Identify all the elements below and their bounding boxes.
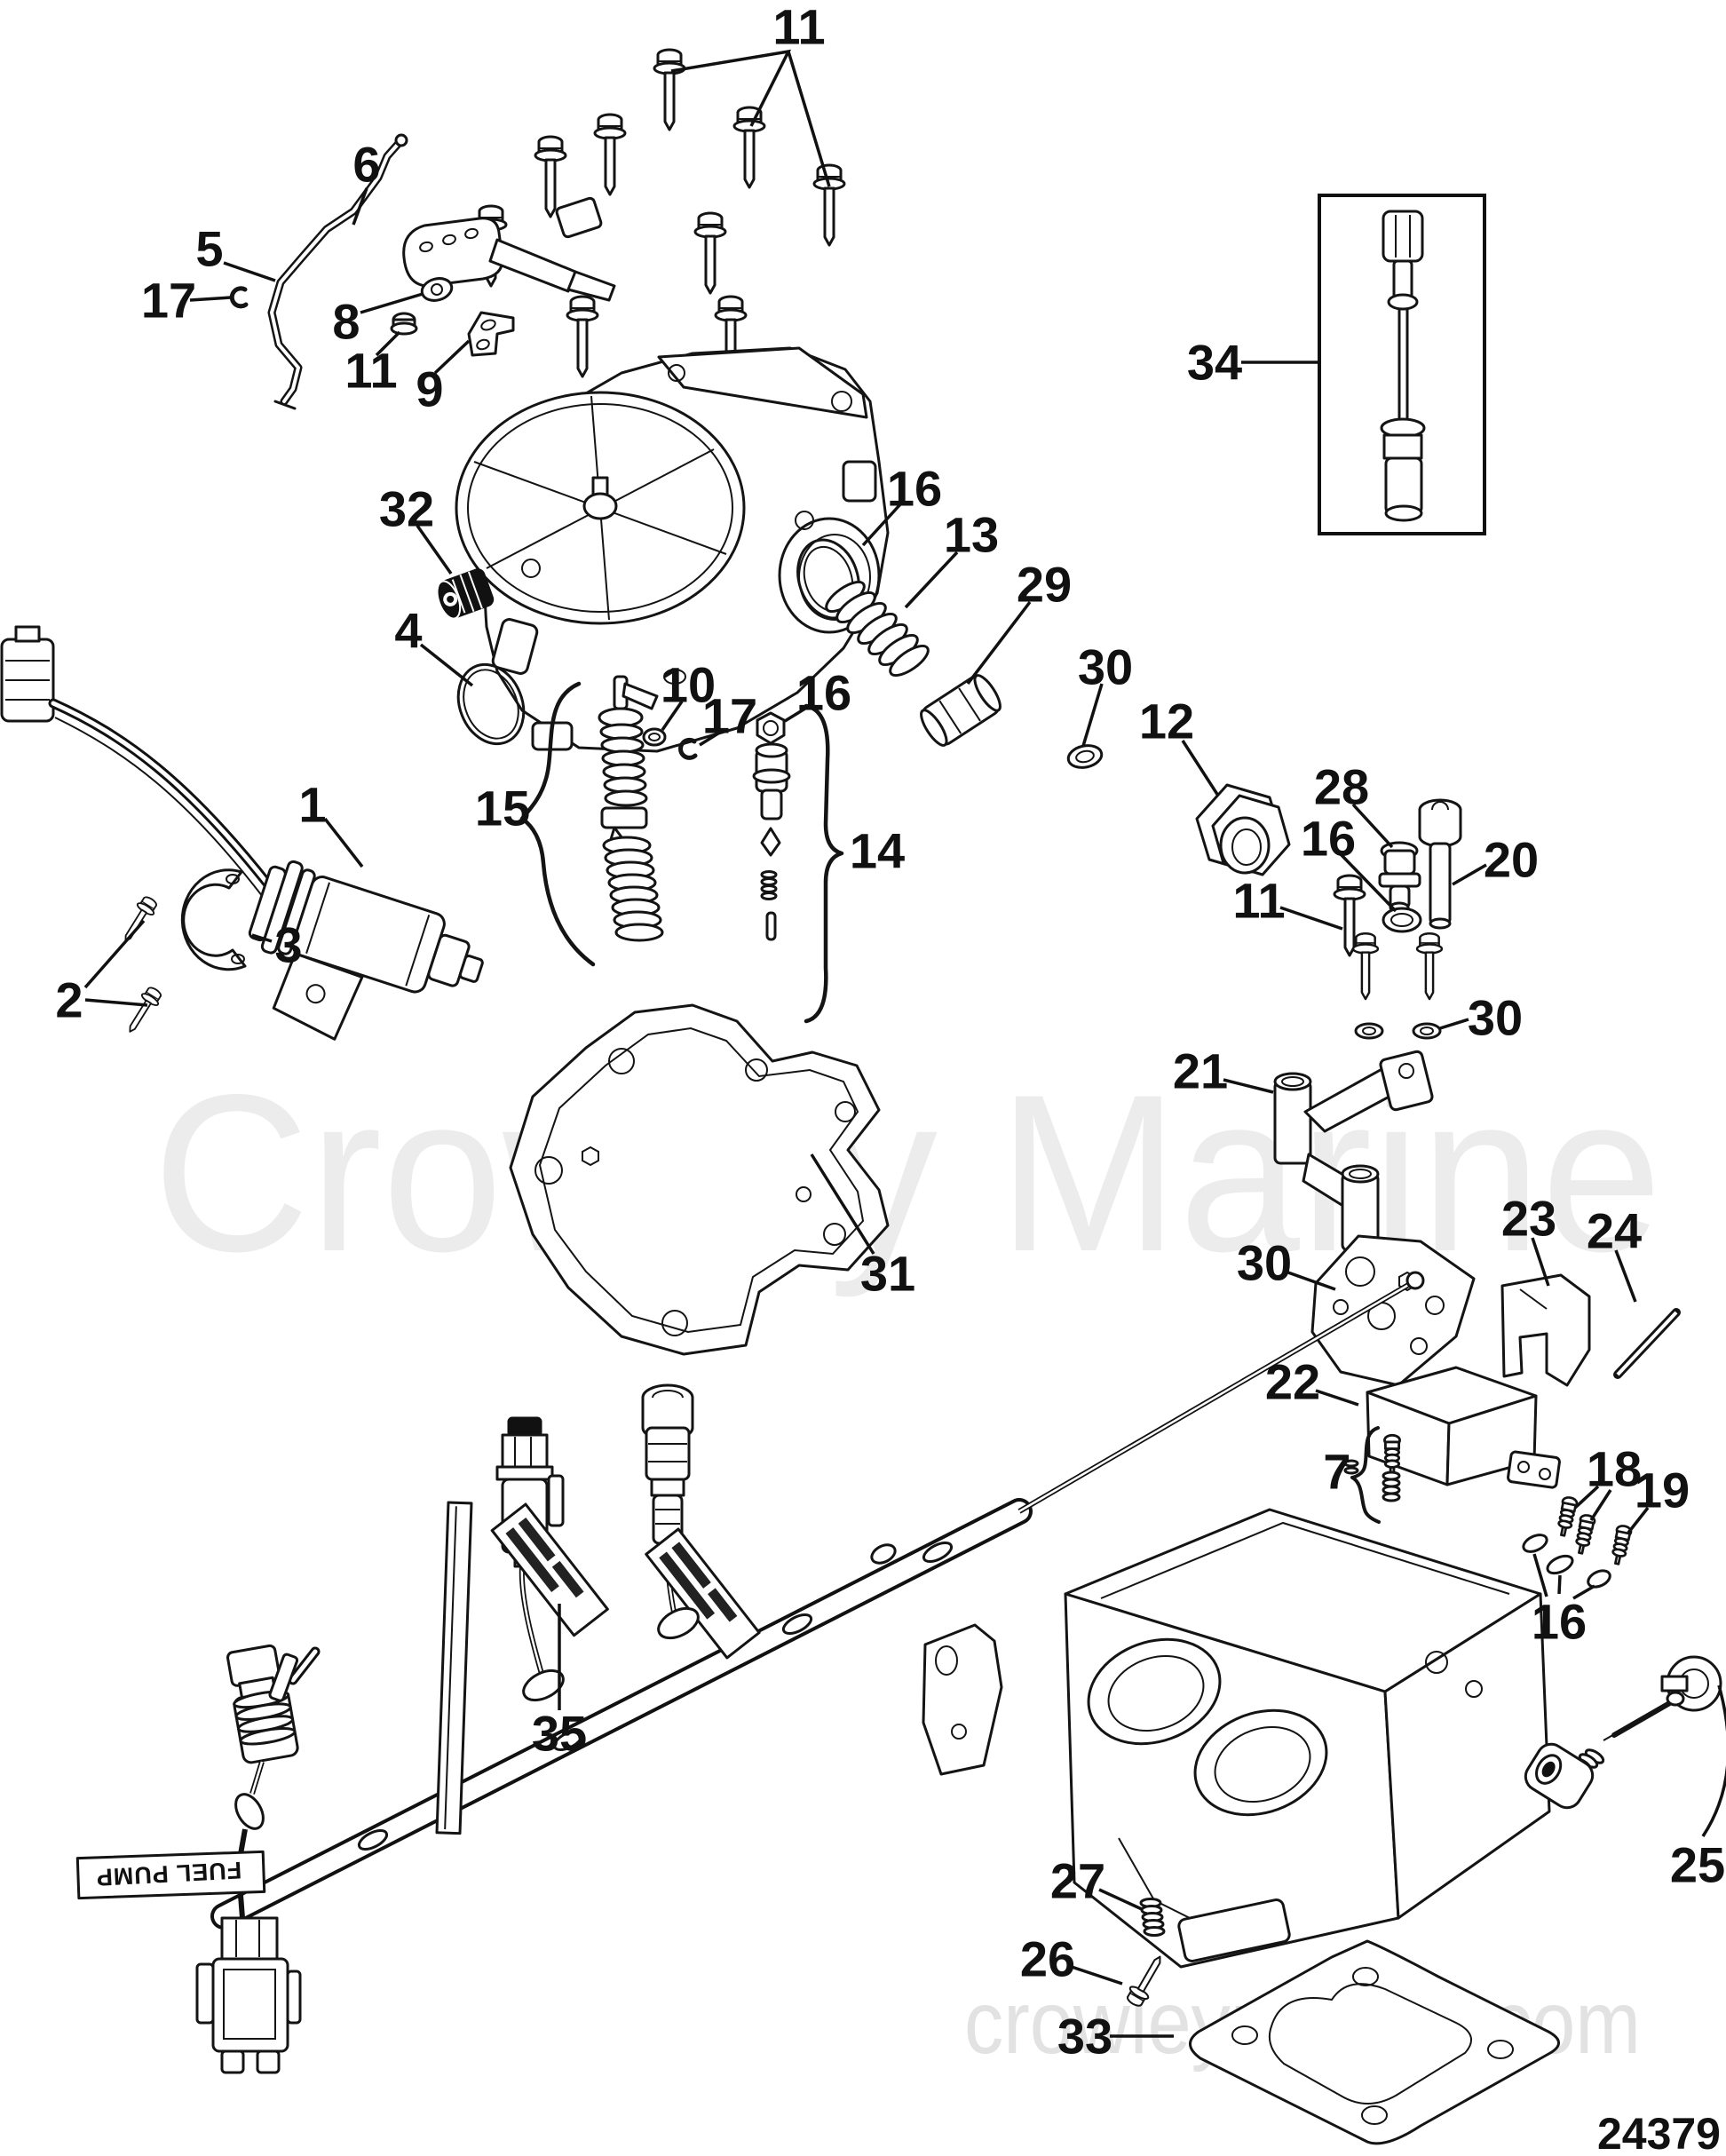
shield-bracket-23 <box>1500 1273 1591 1387</box>
o-ring-16-right <box>1382 907 1422 933</box>
carburetor-top-cover <box>455 346 890 753</box>
leader-lines <box>83 49 1650 2038</box>
idle-needle-kit-25 <box>1524 1655 1726 1837</box>
washer-30-upper <box>1066 744 1104 769</box>
fuel-pump-lead: FUEL PUMP <box>75 1644 321 2074</box>
callout-11-right: 11 <box>1232 873 1285 929</box>
callout-1: 1 <box>298 777 326 833</box>
callout-20: 20 <box>1484 832 1539 888</box>
o-ring-cluster-16 <box>1522 1534 1611 1589</box>
callout-31: 31 <box>860 1246 915 1302</box>
throttle-linkage-21 <box>1273 1050 1434 1252</box>
callout-16-mid: 16 <box>796 665 851 721</box>
callout-16-cover: 16 <box>887 461 942 517</box>
pump-spring-27 <box>1139 1898 1166 1937</box>
callout-2: 2 <box>55 972 83 1028</box>
callout-34: 34 <box>1187 335 1242 391</box>
wiring-harness: FUEL PUMP <box>75 1271 1425 2074</box>
spring-13 <box>825 580 930 678</box>
callout-24: 24 <box>1587 1203 1642 1259</box>
retainer-clamp-3 <box>180 868 247 971</box>
callout-16-right: 16 <box>1301 811 1356 867</box>
callout-28: 28 <box>1314 759 1369 815</box>
callout-22: 22 <box>1265 1354 1320 1410</box>
callout-35: 35 <box>532 1706 587 1762</box>
diagram-number: 24379 <box>1597 2109 1721 2156</box>
carburetor-main-body <box>922 1508 1551 1969</box>
callout-18: 18 <box>1587 1441 1642 1497</box>
bolt <box>566 295 599 378</box>
callout-6: 6 <box>352 137 380 193</box>
callout-7: 7 <box>1323 1444 1350 1500</box>
screw-spring-7 <box>1350 1426 1401 1524</box>
needle-valve-assembly <box>519 675 664 967</box>
temp-switch-lead <box>435 1416 609 1835</box>
base-gasket-33 <box>1189 1939 1560 2145</box>
e-clip-left <box>229 286 249 309</box>
callout-17-mid: 17 <box>702 688 757 744</box>
callout-27: 27 <box>1050 1853 1105 1909</box>
callout-19: 19 <box>1635 1462 1690 1518</box>
main-jet-kit <box>752 703 844 1024</box>
e-clip-mid <box>678 737 698 760</box>
hinge-pin-24 <box>1613 1308 1681 1379</box>
washer-pair-30 <box>1354 1022 1442 1040</box>
flange-nut-11 <box>390 312 418 336</box>
mounting-bolt-set <box>474 48 846 378</box>
washer-10 <box>642 727 667 747</box>
bolt <box>732 106 766 189</box>
callout-12: 12 <box>1139 694 1194 749</box>
callout-25: 25 <box>1670 1837 1725 1893</box>
fuel-pump-solenoid <box>0 625 484 1041</box>
callout-13: 13 <box>944 507 999 563</box>
callout-11-nut: 11 <box>344 343 397 399</box>
callout-30-right: 30 <box>1468 990 1523 1046</box>
callout-26: 26 <box>1020 1931 1075 1987</box>
callout-10: 10 <box>661 657 716 713</box>
callout-5: 5 <box>195 221 223 277</box>
callout-11-bolts: 11 <box>772 0 825 55</box>
inlet-nut-12 <box>1195 783 1291 876</box>
bolt <box>812 163 846 247</box>
socket-bolt-20 <box>1418 798 1462 930</box>
callout-4: 4 <box>394 603 422 659</box>
callout-21: 21 <box>1173 1043 1228 1099</box>
callout-8: 8 <box>332 294 360 350</box>
bolt <box>534 135 567 218</box>
trim-lead <box>641 1383 761 1660</box>
callout-17-left: 17 <box>141 273 196 329</box>
callout-29: 29 <box>1017 557 1072 613</box>
callout-30-upper: 30 <box>1078 639 1133 695</box>
callout-15: 15 <box>475 781 530 836</box>
anchor-bracket-9 <box>467 311 515 357</box>
choke-rod <box>267 133 408 410</box>
mounting-screws-2 <box>116 893 165 1038</box>
bolt <box>653 48 686 131</box>
callout-3: 3 <box>274 917 302 973</box>
bolt-set-right <box>1333 874 1444 1001</box>
callout-33: 33 <box>1057 2009 1112 2065</box>
body-gasket-31 <box>509 1003 890 1356</box>
callout-30-lower: 30 <box>1237 1235 1292 1291</box>
callout-32: 32 <box>379 481 434 537</box>
callout-labels: 11 6 5 17 8 11 9 32 4 1 16 13 29 30 12 1… <box>55 0 1725 2065</box>
sensor-box-34 <box>1318 194 1486 535</box>
o-ring-4 <box>456 662 526 746</box>
bolt <box>693 211 727 295</box>
inlet-filter-29 <box>920 674 1002 747</box>
callout-16-cluster: 16 <box>1532 1594 1587 1650</box>
callout-23: 23 <box>1501 1191 1556 1247</box>
callout-14: 14 <box>850 823 905 879</box>
choke-lever <box>402 196 616 302</box>
callout-9: 9 <box>416 361 443 417</box>
bolt <box>593 113 627 196</box>
idle-mixture-cap <box>436 568 495 620</box>
